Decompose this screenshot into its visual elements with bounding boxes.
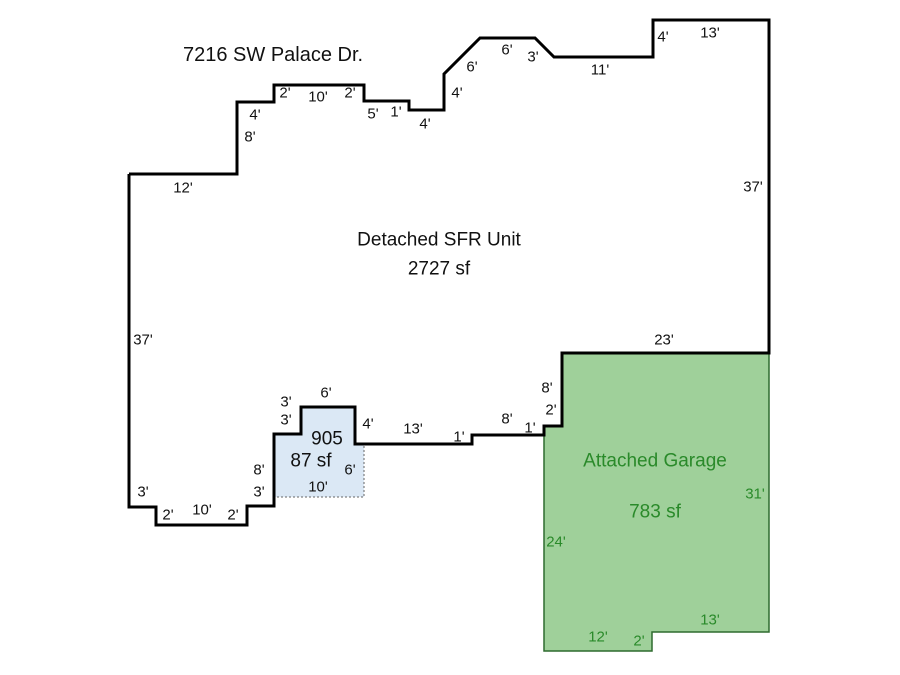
dimension-label: 31' (745, 485, 765, 503)
dimension-label: 2' (344, 84, 356, 102)
dimension-label: 4' (451, 84, 463, 102)
dimension-label: 8' (501, 410, 513, 428)
dimension-label: 1' (524, 419, 536, 437)
dimension-label: 6' (466, 58, 478, 76)
dimension-label: 5' (367, 105, 379, 123)
dimension-label: 2' (279, 84, 291, 102)
dimension-label: 10' (192, 501, 212, 519)
dimension-label: 10' (308, 88, 328, 106)
dimension-label: 1' (390, 103, 402, 121)
dimension-label: 2' (545, 401, 557, 419)
dimension-label: 13' (403, 420, 423, 438)
dimension-label: 6' (344, 461, 356, 479)
dimension-label: 37' (743, 178, 763, 196)
dimension-label: 3' (527, 48, 539, 66)
dimension-label: 2' (162, 506, 174, 524)
dimension-label: 10' (308, 478, 328, 496)
dimension-label: 3' (280, 411, 292, 429)
dimension-label: 12' (173, 179, 193, 197)
dimension-label: 12' (588, 628, 608, 646)
dimension-label: 4' (249, 106, 261, 124)
dimension-label: 3' (137, 483, 149, 501)
dimension-label: 4' (419, 115, 431, 133)
dimension-label: 24' (546, 533, 566, 551)
dimension-label: 11' (590, 61, 610, 79)
dimension-label: 4' (657, 28, 669, 46)
dimension-label: 13' (700, 611, 720, 629)
dimension-label: 3' (280, 393, 292, 411)
garage-area-size: 783 sf (629, 501, 681, 523)
main-area-size: 2727 sf (407, 258, 471, 280)
garage-area-name: Attached Garage (583, 450, 727, 472)
dimension-label: 6' (501, 41, 513, 59)
dimension-label: 8' (253, 461, 265, 479)
dimension-label: 13' (700, 24, 720, 42)
dimension-label: 23' (654, 331, 674, 349)
dimension-label: 4' (362, 415, 374, 433)
dimension-label: 8' (244, 128, 256, 146)
dimension-label: 1' (453, 428, 465, 446)
address-label: 7216 SW Palace Dr. (183, 44, 364, 66)
dimension-label: 2' (633, 632, 645, 650)
porch-area-code: 905 (311, 428, 343, 450)
dimension-label: 8' (541, 379, 553, 397)
porch-area-size: 87 sf (290, 450, 332, 472)
dimension-label: 37' (133, 331, 153, 349)
main-unit-outline (127, 18, 771, 527)
main-area-name: Detached SFR Unit (357, 229, 521, 251)
dimension-label: 3' (253, 483, 265, 501)
dimension-label: 2' (227, 506, 239, 524)
dimension-label: 6' (320, 384, 332, 402)
